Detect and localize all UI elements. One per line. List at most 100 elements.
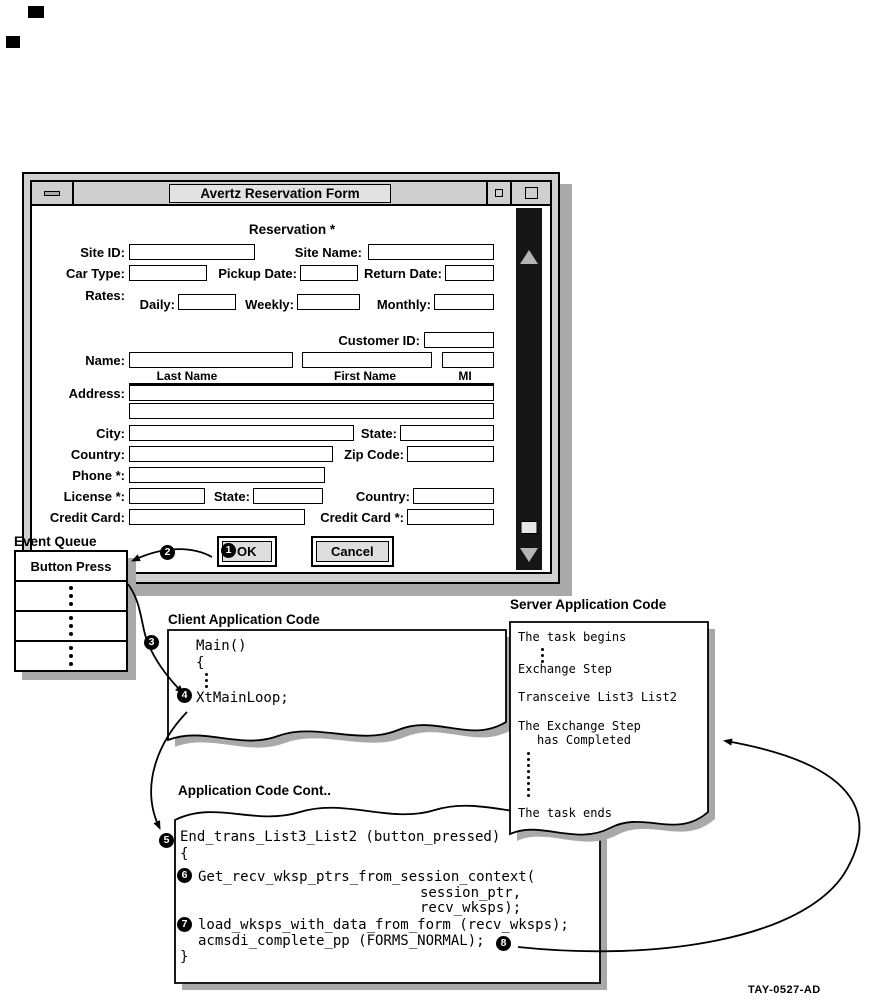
- step-marker-8: 8: [496, 936, 511, 951]
- code-line: {: [196, 655, 205, 671]
- form-area: Reservation * Site ID: Site Name: Car Ty…: [30, 204, 552, 574]
- titlebar: Avertz Reservation Form: [30, 180, 552, 206]
- window-title: Avertz Reservation Form: [169, 183, 391, 203]
- city-input[interactable]: [129, 425, 354, 441]
- step-marker-6: 6: [177, 868, 192, 883]
- code-line: The Exchange Step: [518, 719, 641, 733]
- site-name-input[interactable]: [368, 244, 494, 260]
- daily-input[interactable]: [178, 294, 236, 310]
- cancel-button[interactable]: Cancel: [311, 536, 394, 567]
- site-name-label: Site Name:: [294, 245, 362, 260]
- scan-mark: [28, 6, 44, 18]
- step-marker-5: 5: [159, 833, 174, 848]
- name-label: Name:: [85, 353, 125, 368]
- name-underline: [129, 383, 494, 385]
- scroll-up-icon[interactable]: [520, 250, 538, 264]
- customer-id-label: Customer ID:: [338, 333, 420, 348]
- maximize-icon: [524, 187, 538, 199]
- step-marker-4: 4: [177, 688, 192, 703]
- last-name-input[interactable]: [129, 352, 293, 368]
- event-queue-item-button-press: Button Press: [30, 558, 112, 574]
- first-name-input[interactable]: [302, 352, 432, 368]
- event-queue-item-empty: [16, 640, 126, 670]
- car-type-input[interactable]: [129, 265, 207, 281]
- code-line: has Completed: [537, 733, 631, 747]
- phone-label: Phone *:: [72, 468, 125, 483]
- window-menu-button[interactable]: [32, 182, 74, 204]
- arrowhead: [153, 820, 161, 830]
- return-date-input[interactable]: [445, 265, 494, 281]
- code-line: recv_wksps);: [420, 900, 522, 916]
- code-line: End_trans_List3_List2 (button_pressed): [180, 829, 501, 845]
- country-label: Country:: [70, 447, 125, 462]
- arrow-complete-to-server: [517, 740, 861, 953]
- code-line: The task begins: [518, 630, 627, 644]
- license-input[interactable]: [129, 488, 205, 504]
- event-queue-item-empty: [16, 610, 126, 640]
- vertical-scrollbar[interactable]: [516, 208, 542, 570]
- city-label: City:: [96, 426, 125, 441]
- last-name-sublabel: Last Name: [156, 369, 218, 383]
- step-marker-1: 1: [221, 543, 236, 558]
- site-id-input[interactable]: [129, 244, 255, 260]
- step-marker-3: 3: [144, 635, 159, 650]
- state-label: State:: [360, 426, 397, 441]
- arrow-mainloop-to-callback: [150, 711, 188, 828]
- ellipsis-icon: [527, 752, 530, 773]
- step-marker-7: 7: [177, 917, 192, 932]
- phone-input[interactable]: [129, 467, 325, 483]
- scroll-down-icon[interactable]: [520, 548, 538, 562]
- code-line: The task ends: [518, 806, 612, 820]
- code-line: session_ptr,: [420, 885, 522, 901]
- mi-input[interactable]: [442, 352, 494, 368]
- weekly-label: Weekly:: [245, 297, 294, 312]
- window-menu-icon: [44, 190, 60, 196]
- maximize-button[interactable]: [510, 182, 550, 204]
- cancel-button-label: Cancel: [316, 541, 389, 562]
- state-input[interactable]: [400, 425, 494, 441]
- first-name-sublabel: First Name: [333, 369, 397, 383]
- credit-card-label: Credit Card:: [49, 510, 125, 525]
- address-line2-input[interactable]: [129, 403, 494, 419]
- credit-card-input[interactable]: [129, 509, 305, 525]
- address-label: Address:: [68, 386, 125, 401]
- zip-code-input[interactable]: [407, 446, 494, 462]
- client-code-title: Client Application Code: [168, 612, 320, 627]
- code-line: Get_recv_wksp_ptrs_from_session_context(: [198, 869, 536, 885]
- daily-label: Daily:: [139, 297, 175, 312]
- weekly-input[interactable]: [297, 294, 360, 310]
- minimize-icon: [495, 189, 503, 197]
- pickup-date-input[interactable]: [300, 265, 358, 281]
- event-queue-item-empty: [16, 580, 126, 610]
- code-line: Transceive List3 List2: [518, 690, 677, 704]
- license-label: License *:: [63, 489, 125, 504]
- ellipsis-icon: [527, 776, 530, 797]
- title-area: Avertz Reservation Form: [74, 182, 486, 204]
- mi-sublabel: MI: [458, 369, 472, 383]
- ellipsis-icon: [69, 616, 73, 636]
- license-state-input[interactable]: [253, 488, 323, 504]
- code-line: load_wksps_with_data_from_form (recv_wks…: [198, 917, 569, 933]
- code-line: XtMainLoop;: [196, 690, 289, 706]
- arrowhead: [723, 738, 733, 746]
- ellipsis-icon: [69, 586, 73, 606]
- license-country-input[interactable]: [413, 488, 494, 504]
- monthly-input[interactable]: [434, 294, 494, 310]
- step-marker-2: 2: [160, 545, 175, 560]
- ellipsis-icon: [541, 648, 544, 663]
- event-queue: Button Press: [14, 550, 128, 672]
- scan-mark: [6, 36, 20, 48]
- country-input[interactable]: [129, 446, 333, 462]
- minimize-button[interactable]: [486, 182, 510, 204]
- credit-card-req-input[interactable]: [407, 509, 494, 525]
- pickup-date-label: Pickup Date:: [218, 266, 297, 281]
- license-state-label: State:: [213, 489, 250, 504]
- rates-label: Rates:: [85, 288, 125, 303]
- scrollbar-thumb[interactable]: [520, 521, 538, 534]
- customer-id-input[interactable]: [424, 332, 494, 348]
- address-line1-input[interactable]: [129, 385, 494, 401]
- code-line: {: [180, 846, 189, 862]
- event-queue-title: Event Queue: [14, 534, 97, 549]
- cont-code-title: Application Code Cont..: [178, 783, 331, 798]
- license-country-label: Country:: [355, 489, 410, 504]
